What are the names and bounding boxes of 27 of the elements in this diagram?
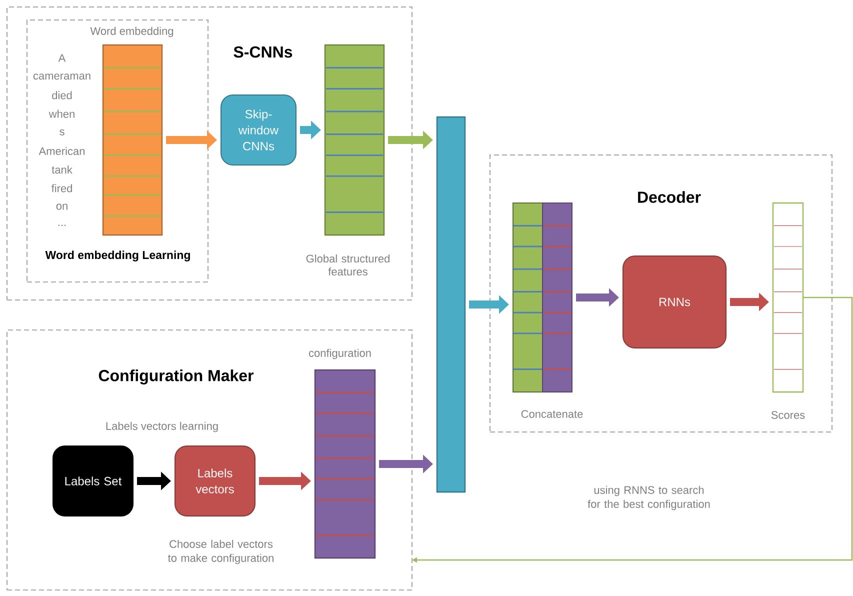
group-title: Word embedding Learning: [45, 250, 190, 262]
caption-text: configuration: [308, 348, 371, 360]
sentence-word: American: [38, 146, 84, 156]
note-text: Choose label vectors to make configuration: [168, 540, 274, 564]
group-title: Configuration Maker: [98, 370, 254, 384]
group-title: Decoder: [638, 191, 701, 203]
caption-text: Global structured features: [306, 254, 390, 276]
sentence-word: tank: [52, 166, 72, 174]
caption-text: Word embedding: [90, 26, 174, 38]
sentence-word: fired: [51, 184, 72, 192]
group-title: S-CNNs: [234, 46, 292, 58]
caption-text: Concatenate: [521, 410, 583, 418]
sentence-word: when: [48, 110, 74, 118]
sentence-word: ...: [58, 224, 66, 226]
rounded-box: Labels Set: [52, 446, 134, 516]
rounded-box: Labels vectors: [174, 446, 256, 516]
note-text: using RNNS to search for the best configuration: [588, 486, 710, 510]
rounded-box: Skip-window CNNs: [220, 94, 296, 166]
sentence-word: cameraman: [33, 74, 90, 80]
sentence-word: A: [58, 54, 66, 62]
caption-text: Scores: [771, 411, 805, 419]
note-text: Labels vectors learning: [106, 422, 218, 432]
sentence-word: s: [60, 129, 64, 136]
sentence-word: died: [52, 91, 72, 100]
rounded-box: RNNs: [622, 256, 726, 348]
sentence-word: on: [56, 204, 68, 210]
vector-bar: [436, 116, 466, 493]
